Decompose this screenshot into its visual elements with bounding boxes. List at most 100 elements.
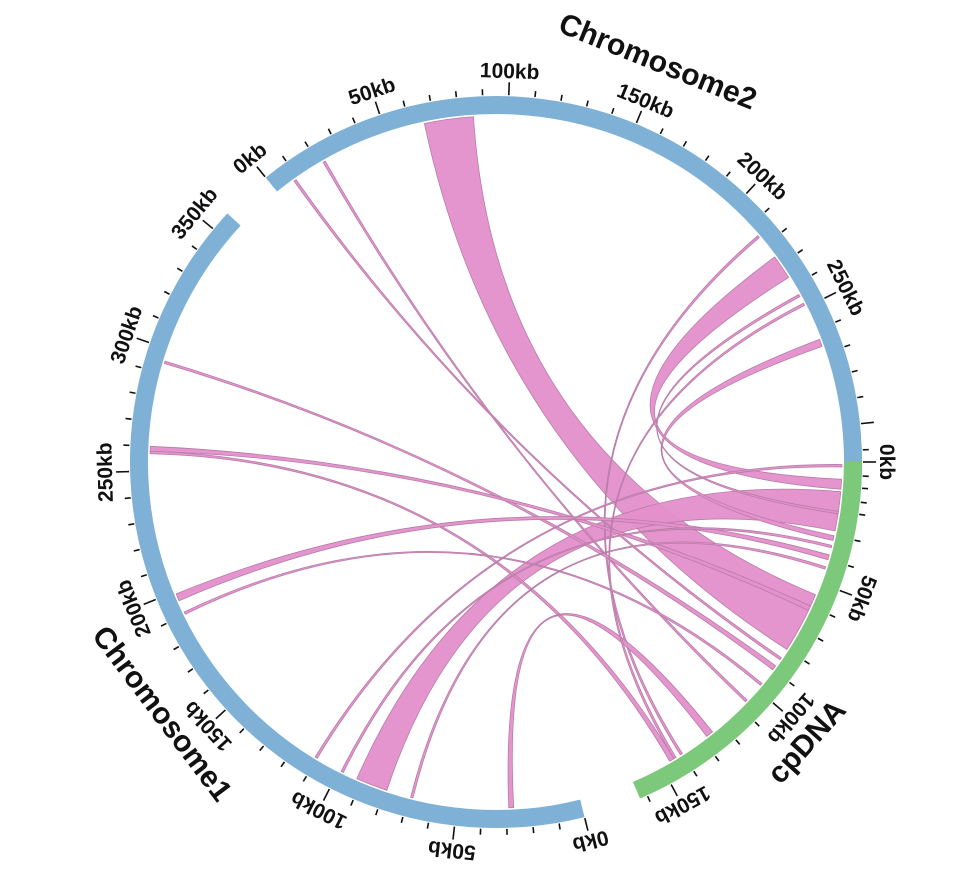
- tick-mark: [839, 589, 853, 596]
- tick-mark: [351, 117, 356, 124]
- link-ribbon: [183, 551, 763, 686]
- tick-mark: [426, 822, 430, 829]
- tick-mark: [160, 622, 167, 627]
- tick-mark: [847, 564, 855, 569]
- tick-mark: [725, 171, 731, 177]
- tick-mark: [611, 107, 615, 115]
- tick-mark: [304, 141, 309, 148]
- tick-mark: [682, 140, 688, 147]
- tick-mark: [704, 155, 710, 162]
- tick-mark: [152, 314, 159, 319]
- link-ribbon: [410, 541, 827, 799]
- tick-mark: [124, 497, 131, 500]
- tick-mark: [745, 183, 756, 195]
- tick-mark: [135, 365, 142, 369]
- tick-mark: [789, 681, 795, 687]
- tick-mark: [859, 513, 866, 516]
- link-ribbon: [507, 613, 714, 809]
- tick-mark: [824, 291, 837, 299]
- segments-layer: [130, 95, 863, 829]
- tick-mark: [350, 799, 354, 806]
- tick-mark: [532, 827, 535, 834]
- link-ribbon: [163, 360, 777, 671]
- tick-label: 50kb: [427, 836, 477, 864]
- link-ribbon: [649, 256, 842, 490]
- tick-mark: [817, 637, 824, 642]
- link-ribbon: [322, 160, 748, 703]
- tick-label: 250kb: [822, 256, 869, 320]
- tick-mark: [143, 598, 157, 606]
- link-ribbon: [175, 516, 830, 602]
- tick-mark: [804, 660, 810, 665]
- tick-mark: [835, 319, 842, 323]
- tick-mark: [851, 369, 858, 373]
- tick-mark: [400, 816, 404, 823]
- tick-mark: [302, 775, 308, 782]
- tick-mark: [125, 417, 132, 420]
- link-ribbon: [356, 488, 842, 791]
- tick-mark: [811, 271, 818, 276]
- tick-mark: [781, 227, 788, 233]
- tick-mark: [797, 249, 804, 254]
- tick-mark: [860, 501, 867, 504]
- tick-mark: [635, 110, 643, 124]
- link-ribbon: [603, 235, 760, 756]
- tick-mark: [829, 614, 836, 619]
- tick-label: 250kb: [93, 442, 118, 502]
- tick-mark: [140, 574, 148, 578]
- tick-mark: [428, 94, 432, 102]
- tick-mark: [534, 91, 537, 98]
- tick-label: 0kb: [229, 138, 272, 179]
- link-ribbon: [423, 116, 817, 650]
- tick-mark: [670, 784, 679, 797]
- tick-mark: [133, 548, 140, 552]
- tick-mark: [128, 523, 135, 526]
- tick-mark: [202, 219, 214, 230]
- tick-mark: [558, 823, 561, 830]
- tick-label: 150kb: [614, 79, 678, 123]
- tick-label: 0kb: [875, 444, 898, 480]
- tick-label: 100kb: [479, 59, 539, 84]
- tick-mark: [281, 155, 287, 162]
- tick-mark: [173, 645, 180, 651]
- tick-mark: [585, 100, 589, 107]
- link-ribbon: [293, 179, 782, 661]
- tick-mark: [280, 761, 286, 768]
- tick-mark: [259, 745, 265, 752]
- tick-mark: [129, 391, 136, 395]
- tick-label: 50kb: [346, 73, 399, 110]
- links-layer: [149, 116, 843, 809]
- tick-mark: [239, 728, 245, 734]
- tick-mark: [187, 668, 194, 673]
- tick-mark: [256, 166, 266, 178]
- tick-mark: [854, 539, 861, 543]
- tick-mark: [452, 826, 456, 840]
- tick-mark: [764, 207, 770, 213]
- tick-mark: [203, 689, 209, 695]
- tick-mark: [402, 100, 406, 107]
- tick-label: 300kb: [106, 303, 147, 367]
- tick-mark: [693, 770, 698, 777]
- tick-mark: [327, 128, 332, 135]
- tick-label: 50kb: [843, 572, 881, 625]
- segment-cpdna: [632, 462, 862, 799]
- tick-mark: [584, 817, 589, 831]
- ticks-layer: 0kb50kb100kb150kb200kb250kb0kb50kb100kb1…: [93, 59, 898, 864]
- tick-mark: [136, 337, 150, 344]
- tick-mark: [560, 94, 563, 101]
- tick-mark: [772, 702, 784, 712]
- tick-mark: [646, 795, 651, 803]
- chromosome-label: Chromosome1: [85, 620, 238, 808]
- tick-mark: [714, 755, 720, 762]
- tick-mark: [844, 344, 851, 348]
- link-ribbon: [314, 464, 843, 759]
- tick-mark: [754, 721, 760, 727]
- tick-mark: [163, 290, 170, 295]
- tick-mark: [454, 91, 458, 98]
- tick-mark: [659, 128, 664, 135]
- tick-mark: [176, 267, 183, 273]
- tick-mark: [191, 245, 198, 251]
- tick-mark: [215, 709, 226, 720]
- tick-mark: [374, 101, 381, 115]
